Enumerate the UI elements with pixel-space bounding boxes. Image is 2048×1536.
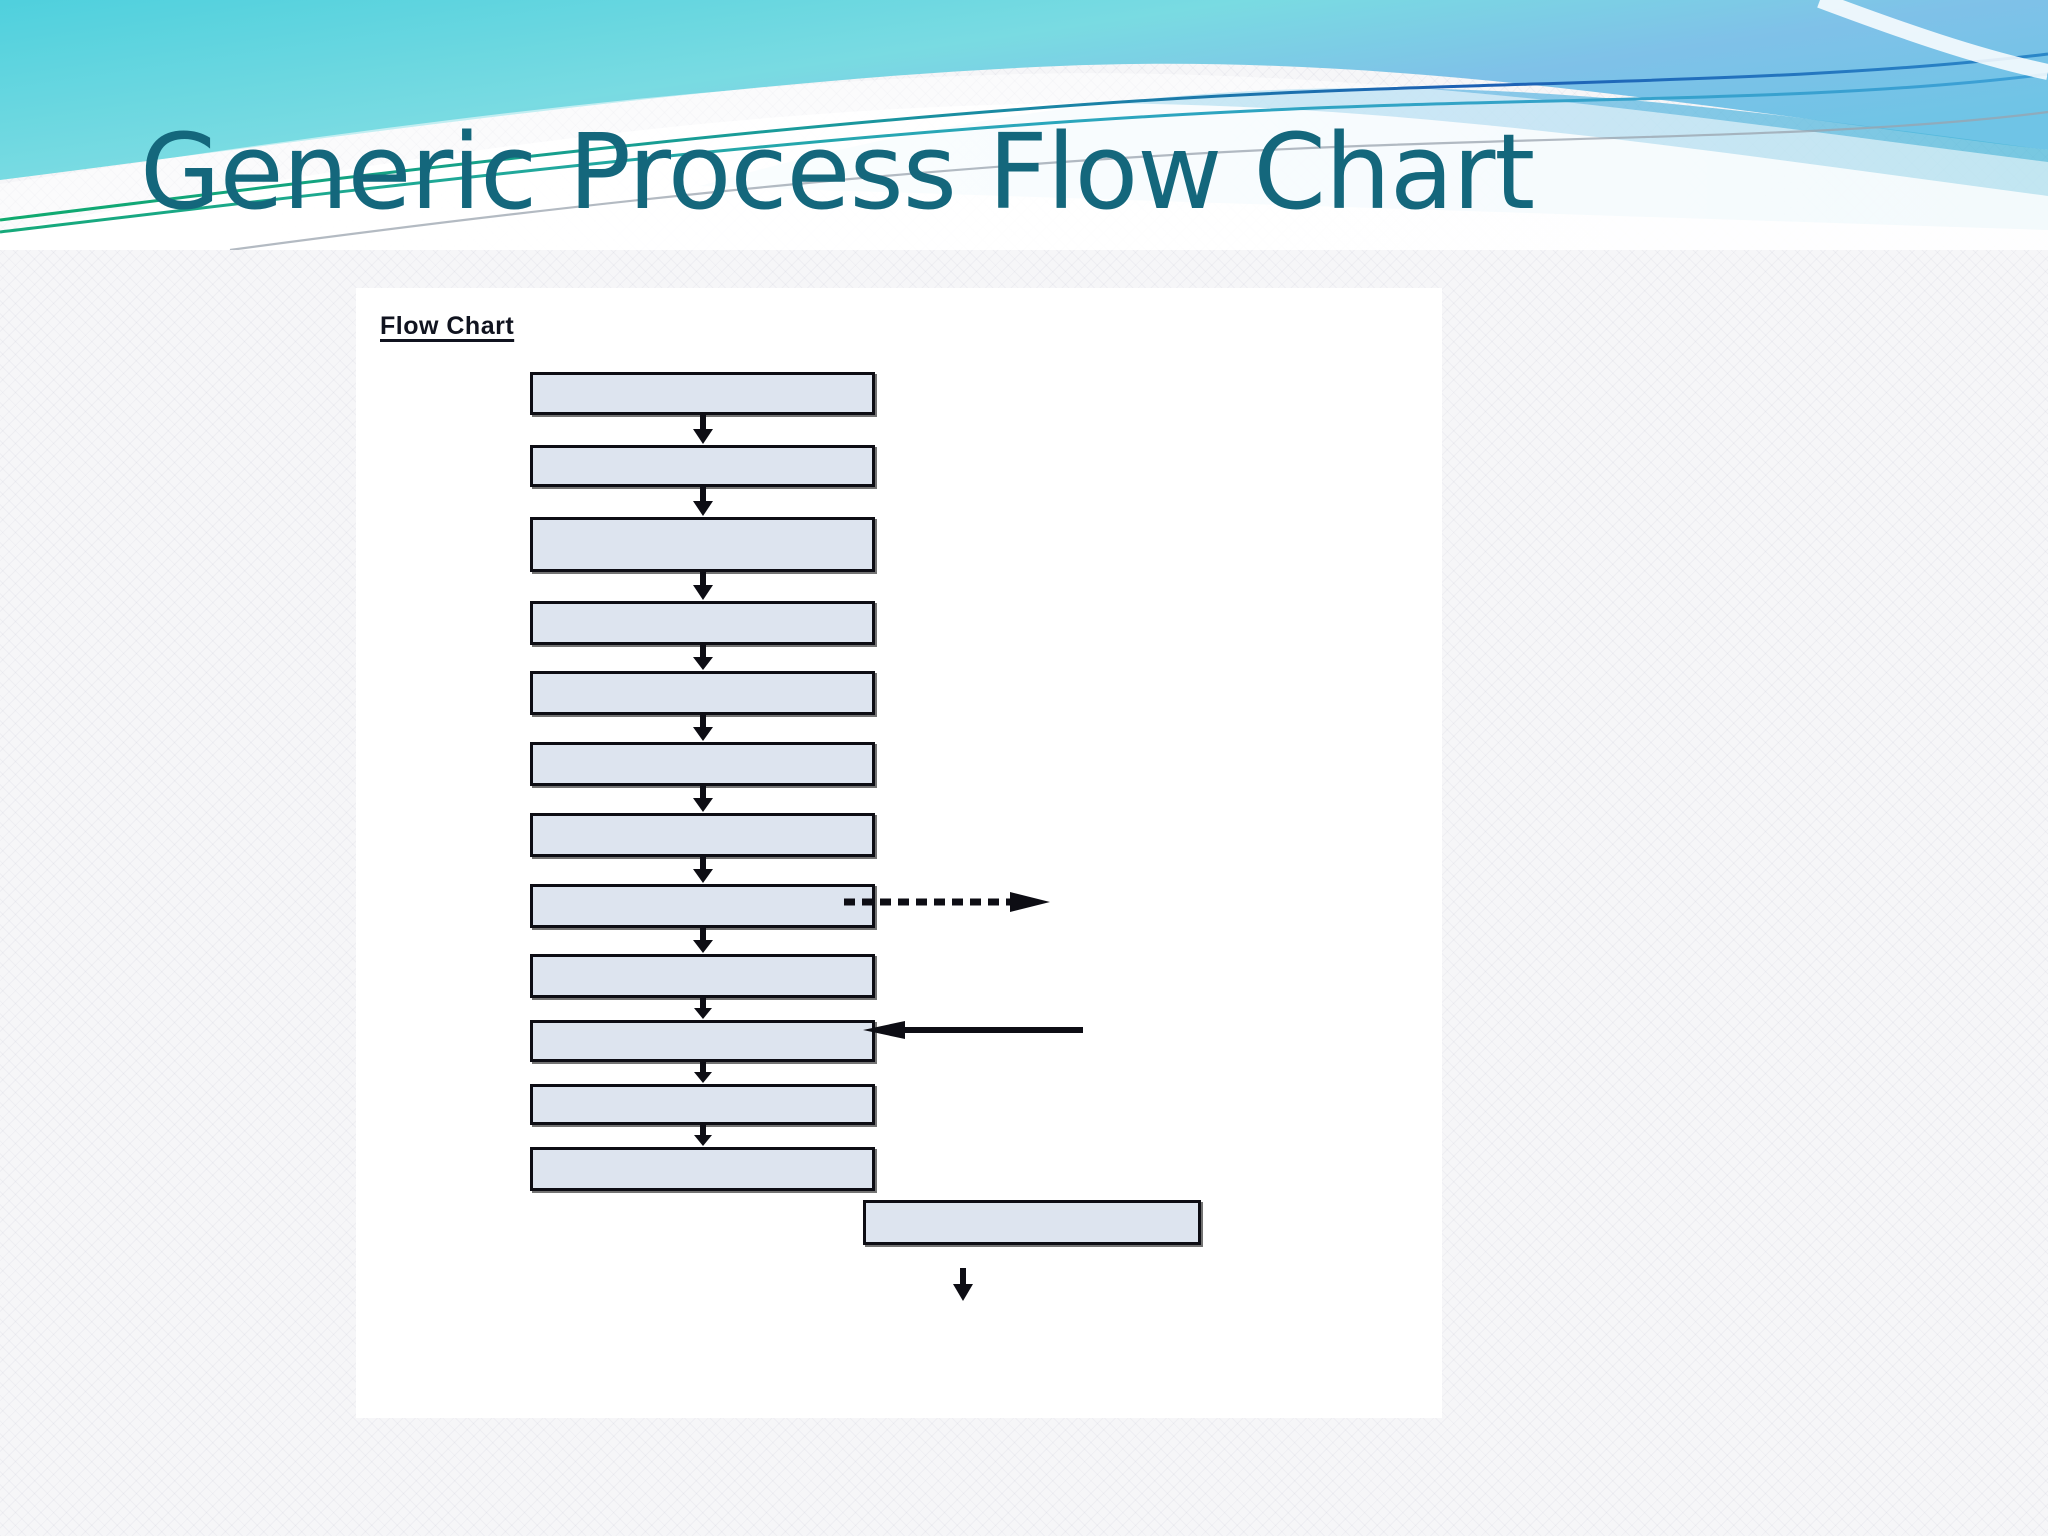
flow-arrow-down-icon — [530, 786, 875, 813]
flow-arrow-down-icon — [530, 487, 875, 517]
accent-arc-white — [1817, 0, 2048, 80]
process-node[interactable] — [530, 445, 875, 487]
flow-arrow-down-icon — [530, 415, 875, 445]
flow-arrow-down-icon — [530, 572, 875, 601]
process-node[interactable] — [530, 671, 875, 715]
process-node[interactable] — [530, 1147, 875, 1191]
process-node[interactable] — [530, 601, 875, 645]
flowchart-heading: Flow Chart — [380, 312, 515, 340]
legend-dashed-right-arrow-icon — [842, 890, 1054, 919]
process-node[interactable] — [530, 954, 875, 998]
legend-process-node[interactable] — [863, 1200, 1201, 1245]
legend-solid-left-arrow-icon — [861, 1018, 1085, 1047]
flow-arrow-down-icon — [530, 715, 875, 742]
legend-down-arrow-icon — [950, 1268, 976, 1307]
process-node[interactable] — [530, 813, 875, 857]
process-node[interactable] — [530, 1084, 875, 1125]
flow-arrow-down-icon — [530, 857, 875, 884]
content-panel: Flow Chart — [356, 288, 1442, 1418]
flow-arrow-down-icon — [530, 998, 875, 1020]
page-title: Generic Process Flow Chart — [140, 111, 1535, 233]
main-process-chain — [530, 372, 875, 1191]
flow-arrow-down-icon — [530, 1125, 875, 1147]
process-node[interactable] — [530, 884, 875, 928]
process-node[interactable] — [530, 517, 875, 572]
process-node[interactable] — [530, 1020, 875, 1062]
flow-arrow-down-icon — [530, 928, 875, 954]
process-node[interactable] — [530, 742, 875, 786]
flow-arrow-down-icon — [530, 1062, 875, 1084]
process-node[interactable] — [530, 372, 875, 415]
flow-arrow-down-icon — [530, 645, 875, 671]
